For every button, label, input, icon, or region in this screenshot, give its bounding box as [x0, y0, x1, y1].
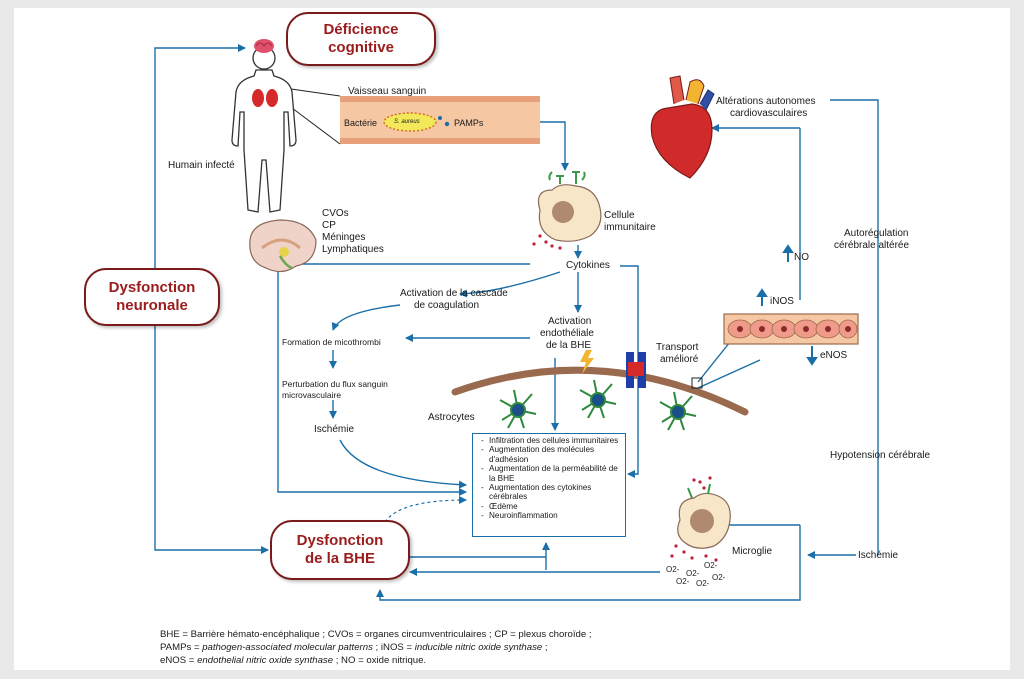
bacteria-icon	[383, 112, 437, 132]
label-cp: CP	[322, 220, 336, 231]
zoom-line-2	[697, 359, 761, 389]
label-meninges: Méninges	[322, 232, 366, 243]
legend-text: ; NO = oxide nitrique.	[333, 655, 427, 666]
box-bbb-line2: de la BHE	[304, 550, 375, 567]
legend-italic: inducible nitric oxide synthase	[414, 642, 543, 653]
label-inos: iNOS	[770, 296, 794, 307]
effects-box: Infiltration des cellules immunitaires A…	[472, 433, 626, 537]
label-superoxide-4: O2-	[676, 577, 690, 586]
zoom-box	[691, 377, 703, 389]
blood-vessel	[340, 96, 540, 144]
label-transport-1: Transport	[656, 342, 699, 353]
label-superoxide-5: O2-	[696, 579, 710, 588]
label-microglia: Microglie	[732, 546, 773, 557]
arrow-ischemia-effects	[339, 439, 467, 489]
label-cardio-1: Altérations autonomes	[716, 96, 816, 107]
label-ischemia-right: Ischémie	[858, 550, 899, 561]
astrocyte-icon	[499, 379, 697, 431]
legend-text: ; iNOS =	[372, 642, 415, 653]
label-no: NO	[794, 252, 809, 263]
legend-line-3: eNOS = endothelial nitric oxide synthase…	[160, 654, 592, 667]
effect-item: Augmentation de la perméabilité de la BH…	[481, 464, 621, 483]
label-immune-cell-2: immunitaire	[604, 222, 656, 233]
brain-icon	[254, 39, 274, 53]
brain-section-icon	[249, 219, 317, 273]
label-bacteria: Bactérie	[344, 118, 378, 128]
label-hypotension: Hypotension cérébrale	[830, 450, 931, 461]
label-microthrombi: Formation de micothrombi	[282, 337, 381, 347]
box-neuronal-line1: Dysfonction	[108, 279, 196, 296]
label-immune-cell-1: Cellule	[604, 210, 635, 221]
microglia-icon	[670, 476, 731, 562]
label-transport-2: amélioré	[660, 354, 699, 365]
zoom-line-1	[697, 341, 731, 383]
label-cardio-2: cardiovasculaires	[730, 108, 808, 119]
arrow-cytokines-effects	[277, 263, 530, 496]
label-cytokines: Cytokines	[566, 260, 610, 271]
label-flow-2: microvasculaire	[282, 390, 342, 400]
label-superoxide-3: O2-	[704, 561, 718, 570]
endothelium-icon	[723, 313, 859, 345]
box-cognitive-line1: Déficience	[323, 21, 399, 38]
arrow-to-bbb	[154, 318, 269, 554]
label-autoregulation-1: Autorégulation	[844, 228, 909, 239]
legend-text: eNOS =	[160, 655, 198, 666]
label-superoxide-2: O2-	[686, 569, 700, 578]
effect-item: Augmentation des cytokines cérébrales	[481, 483, 621, 502]
right-loop	[830, 99, 879, 555]
human-icon	[231, 46, 297, 213]
label-cvos: CVOs	[322, 208, 349, 219]
legend-text: ;	[542, 642, 548, 653]
label-endothelial-3: de la BHE	[546, 340, 592, 351]
heart-icon	[650, 75, 715, 179]
label-astrocytes: Astrocytes	[428, 412, 475, 423]
arrow-microglia-bbb	[376, 525, 801, 601]
label-coag-2: de coagulation	[414, 300, 480, 311]
dashed-arrow-bbb-effects	[384, 496, 467, 523]
legend-line-2: PAMPs = pathogen-associated molecular pa…	[160, 641, 592, 654]
arrow-to-cognitive	[154, 44, 246, 270]
label-superoxide-1: O2-	[666, 565, 680, 574]
arrow-vessel-immune	[540, 121, 569, 171]
immune-cell-icon	[532, 171, 602, 250]
level-arrows	[756, 244, 818, 366]
label-blood-vessel: Vaisseau sanguin	[348, 86, 427, 97]
label-coag-1: Activation de la cascade	[400, 288, 508, 299]
legend-text: PAMPs =	[160, 642, 203, 653]
effect-item: Augmentation des molécules d'adhésion	[481, 445, 621, 464]
label-s-aureus: S. aureus	[394, 119, 420, 125]
label-pamps: PAMPs	[454, 118, 484, 128]
bbb-membrane	[451, 366, 749, 416]
legend-italic: endothelial nitric oxide synthase	[197, 655, 334, 666]
legend: BHE = Barrière hémato-encéphalique ; CVO…	[160, 628, 592, 667]
label-infected-human: Humain infecté	[168, 160, 235, 171]
box-neuronal-line2: neuronale	[116, 297, 188, 314]
label-flow-1: Perturbation du flux sanguin	[282, 379, 388, 389]
lightning-icon	[580, 350, 594, 374]
label-autoregulation-2: cérébrale altérée	[834, 240, 910, 251]
transporter-icon	[626, 352, 646, 388]
legend-line-1: BHE = Barrière hémato-encéphalique ; CVO…	[160, 629, 592, 640]
effects-list: Infiltration des cellules immunitaires A…	[473, 434, 625, 521]
label-endothelial-1: Activation	[548, 316, 592, 327]
effect-item: Œdème	[481, 502, 621, 512]
label-ischemia-left: Ischémie	[314, 424, 355, 435]
label-enos: eNOS	[820, 350, 848, 361]
legend-italic: pathogen-associated molecular patterns	[202, 642, 373, 653]
effect-item: Infiltration des cellules immunitaires	[481, 436, 621, 446]
arrow-coag-microthrombi	[331, 304, 401, 331]
arrow-cytokines-coag	[459, 271, 561, 298]
effect-item: Neuroinflammation	[481, 511, 621, 521]
box-bbb-line1: Dysfonction	[296, 532, 384, 549]
box-cognitive-line2: cognitive	[328, 39, 394, 56]
label-endothelial-2: endothéliale	[540, 328, 594, 339]
label-lymphatics: Lymphatiques	[322, 244, 384, 255]
label-superoxide-6: O2-	[712, 573, 726, 582]
